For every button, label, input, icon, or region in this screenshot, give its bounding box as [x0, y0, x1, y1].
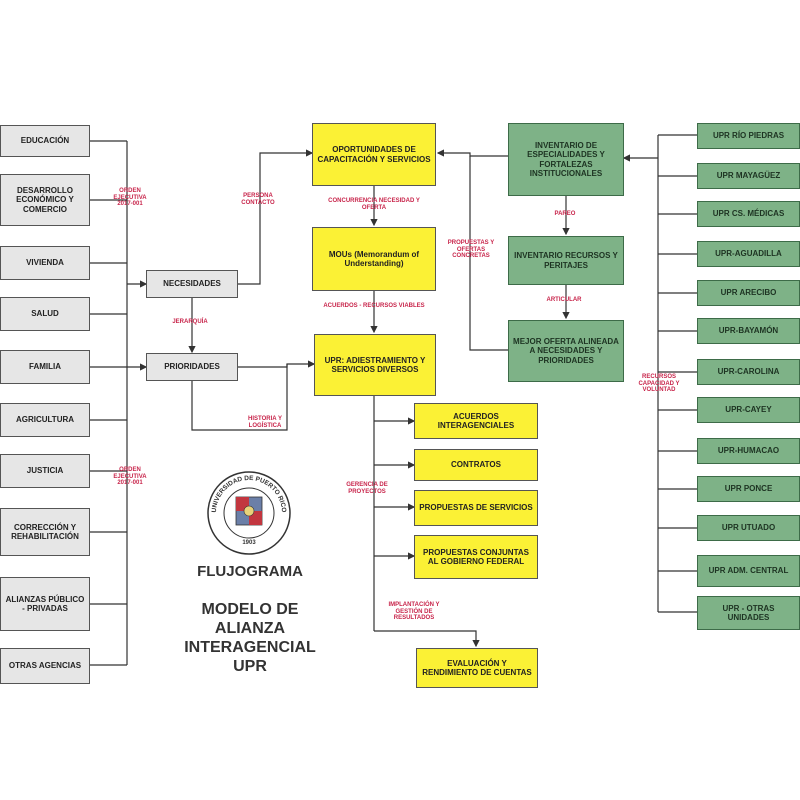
- label-concurrencia: CONCURRENCIA NECESIDAD Y OFERTA: [328, 198, 420, 211]
- label-jerarquia: JERARQUÍA: [172, 319, 208, 325]
- box-correccion: CORRECCIÓN Y REHABILITACIÓN: [0, 508, 90, 556]
- svg-text:1903: 1903: [242, 540, 256, 546]
- label-gerencia-proyectos: GERENCIA DE PROYECTOS: [346, 482, 388, 495]
- box-familia: FAMILIA: [0, 350, 90, 384]
- label-recursos-capacidad: RECURSOS CAPACIDAD Y VOLUNTAD: [638, 374, 680, 394]
- box-alianzas: ALIANZAS PÚBLICO - PRIVADAS: [0, 577, 90, 631]
- box-justicia: JUSTICIA: [0, 454, 90, 488]
- box-inventario-recursos: INVENTARIO RECURSOS Y PERITAJES: [508, 236, 624, 285]
- title-line-2: ALIANZA: [214, 620, 286, 637]
- box-agricultura: AGRICULTURA: [0, 403, 90, 437]
- box-upr-humacao: UPR-HUMACAO: [697, 438, 800, 464]
- box-acuerdos: ACUERDOS INTERAGENCIALES: [414, 403, 538, 439]
- box-propuestas: PROPUESTAS DE SERVICIOS: [414, 490, 538, 526]
- label-persona-contacto: PERSONA CONTACTO: [241, 193, 275, 206]
- box-vivienda: VIVIENDA: [0, 246, 90, 280]
- box-upr-ponce: UPR PONCE: [697, 476, 800, 502]
- title-line-4: UPR: [233, 658, 267, 675]
- label-pareo: PAREO: [554, 211, 576, 217]
- title-line-3: INTERAGENCIAL: [184, 639, 316, 656]
- box-upr-bayamon: UPR-BAYAMÓN: [697, 318, 800, 344]
- upr-seal-icon: UNIVERSIDAD DE PUERTO RICO 1903: [207, 471, 291, 555]
- box-upr-carolina: UPR-CAROLINA: [697, 359, 800, 385]
- box-educacion: EDUCACIÓN: [0, 125, 90, 157]
- box-mous: MOUs (Memorandum of Understanding): [312, 227, 436, 291]
- title-modelo: MODELO DE ALIANZA INTERAGENCIAL UPR: [160, 600, 340, 676]
- box-upr-arecibo: UPR ARECIBO: [697, 280, 800, 306]
- box-prioridades: PRIORIDADES: [146, 353, 238, 381]
- box-evaluacion: EVALUACIÓN Y RENDIMIENTO DE CUENTAS: [416, 648, 538, 688]
- box-oportunidades: OPORTUNIDADES DE CAPACITACIÓN Y SERVICIO…: [312, 123, 436, 186]
- title-flujograma: FLUJOGRAMA: [197, 563, 303, 580]
- box-upr-aguadilla: UPR-AGUADILLA: [697, 241, 800, 267]
- box-upr-cs-medicas: UPR CS. MÉDICAS: [697, 201, 800, 227]
- box-mejor-oferta: MEJOR OFERTA ALINEADA A NECESIDADES Y PR…: [508, 320, 624, 382]
- title-line-1: MODELO DE: [201, 601, 299, 618]
- label-orden-ejecutiva-1: ORDEN EJECUTIVA 2017-001: [113, 188, 147, 208]
- box-upr-adiestramiento: UPR: ADIESTRAMIENTO Y SERVICIOS DIVERSOS: [314, 334, 436, 396]
- box-necesidades: NECESIDADES: [146, 270, 238, 298]
- box-upr-utuado: UPR UTUADO: [697, 515, 800, 541]
- box-upr-mayaguez: UPR MAYAGÜEZ: [697, 163, 800, 189]
- label-articular: ARTICULAR: [546, 297, 582, 303]
- box-salud: SALUD: [0, 297, 90, 331]
- box-inventario-especialidades: INVENTARIO DE ESPECIALIDADES Y FORTALEZA…: [508, 123, 624, 196]
- box-contratos: CONTRATOS: [414, 449, 538, 481]
- label-propuestas-ofertas: PROPUESTAS Y OFERTAS CONCRETAS: [447, 240, 495, 260]
- box-otras-agencias: OTRAS AGENCIAS: [0, 648, 90, 684]
- box-upr-otras-unidades: UPR - OTRAS UNIDADES: [697, 596, 800, 630]
- box-upr-cayey: UPR-CAYEY: [697, 397, 800, 423]
- box-desarrollo-economico: DESARROLLO ECONÓMICO Y COMERCIO: [0, 174, 90, 226]
- box-propuestas-conjuntas: PROPUESTAS CONJUNTAS AL GOBIERNO FEDERAL: [414, 535, 538, 579]
- box-upr-rio-piedras: UPR RÍO PIEDRAS: [697, 123, 800, 149]
- label-acuerdos-recursos: ACUERDOS - RECURSOS VIABLES: [323, 303, 425, 309]
- label-orden-ejecutiva-2: ORDEN EJECUTIVA 2017-001: [113, 467, 147, 487]
- label-implantacion: IMPLANTACIÓN Y GESTIÓN DE RESULTADOS: [388, 602, 440, 622]
- box-upr-adm-central: UPR ADM. CENTRAL: [697, 555, 800, 587]
- label-historia-logistica: HISTORIA Y LOGÍSTICA: [248, 416, 282, 429]
